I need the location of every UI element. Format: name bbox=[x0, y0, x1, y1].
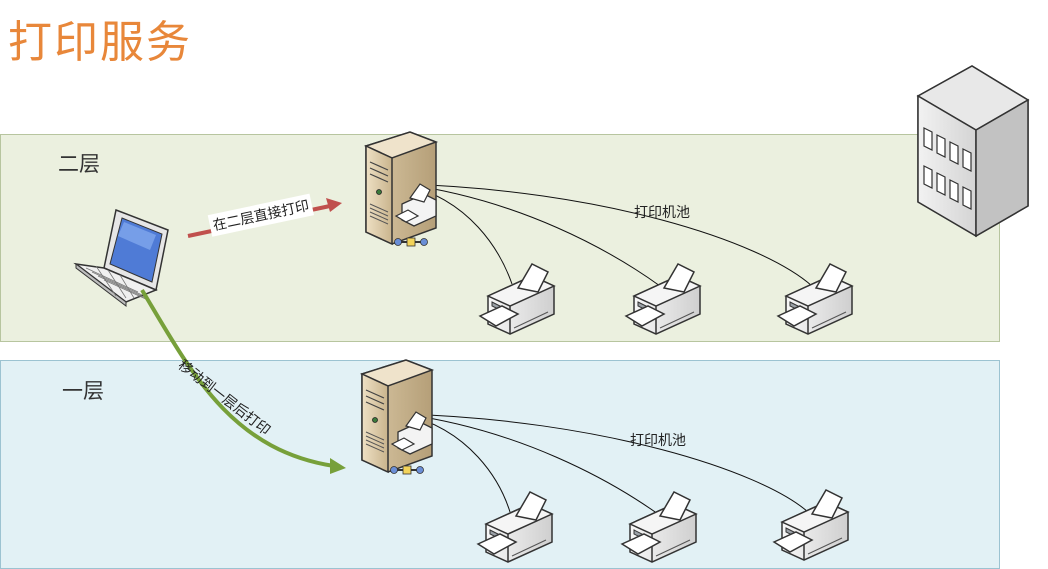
printer-lower-1-icon bbox=[477, 491, 553, 563]
print-server-upper-icon bbox=[365, 131, 437, 247]
printer-upper-2-icon bbox=[625, 263, 701, 335]
printer-pool-upper-label: 打印机池 bbox=[634, 205, 690, 221]
building-icon bbox=[916, 65, 1030, 238]
connections-lower bbox=[403, 413, 809, 515]
print-server-lower-icon bbox=[361, 359, 433, 475]
floor-upper-label: 二层 bbox=[58, 152, 100, 176]
laptop-icon bbox=[73, 208, 169, 308]
move-print-arrow bbox=[140, 288, 346, 474]
printer-lower-2-icon bbox=[621, 491, 697, 563]
connections-upper bbox=[403, 183, 813, 287]
printer-upper-1-icon bbox=[479, 263, 555, 335]
printer-lower-3-icon bbox=[773, 489, 849, 561]
printer-upper-3-icon bbox=[777, 263, 853, 335]
page-title: 打印服务 bbox=[8, 17, 192, 68]
floor-lower-label: 一层 bbox=[62, 379, 104, 403]
